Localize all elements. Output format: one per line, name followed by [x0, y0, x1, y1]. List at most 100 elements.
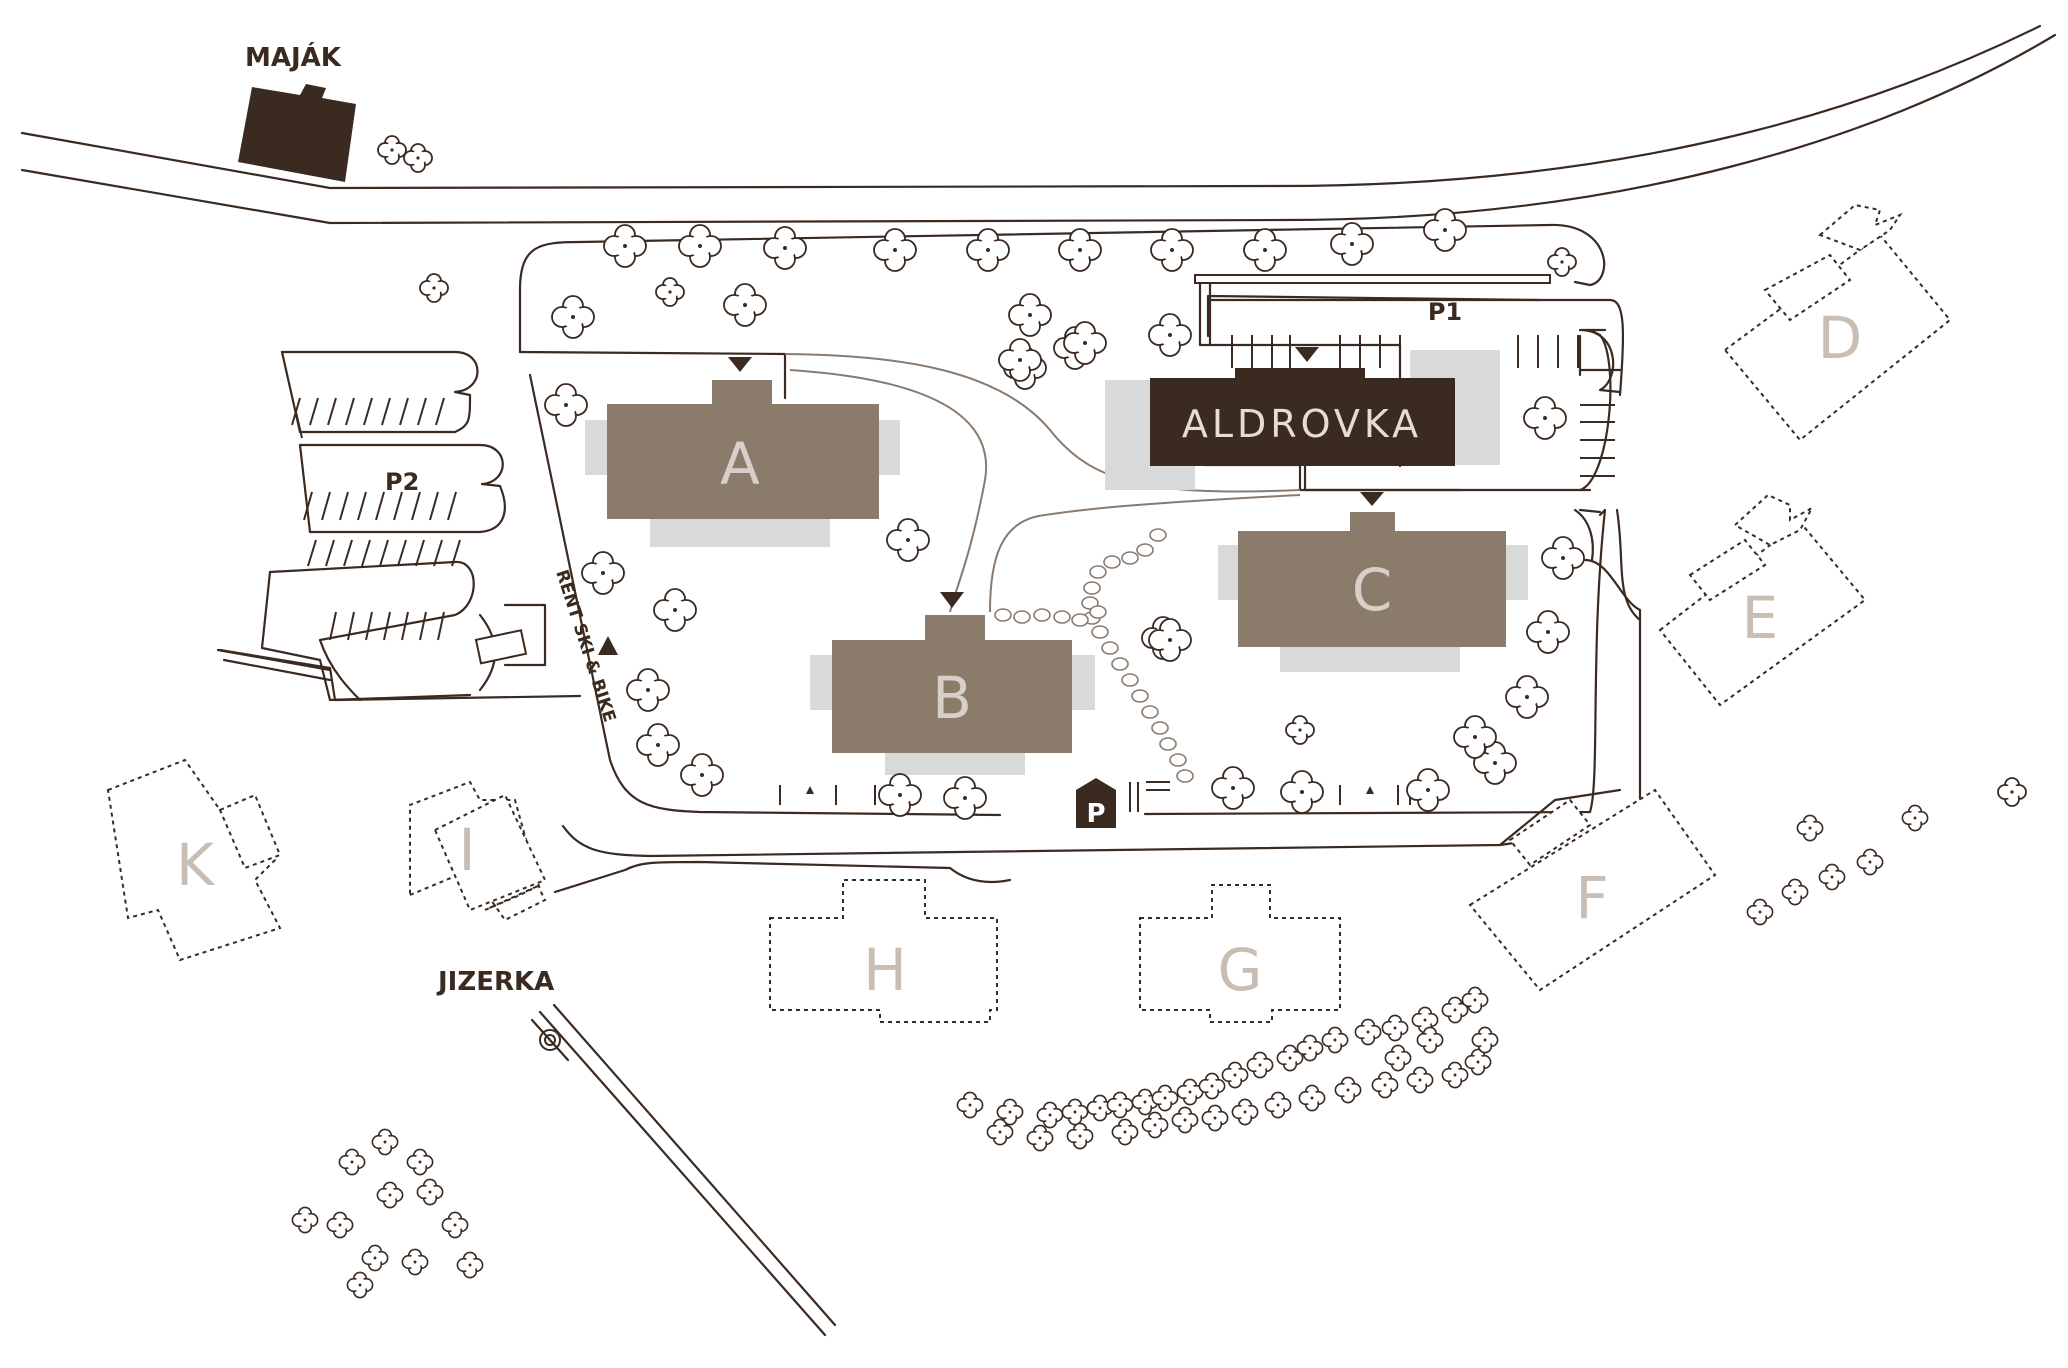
- tree-icon: [1026, 1124, 1054, 1152]
- tree-icon: [1243, 228, 1287, 272]
- tree-icon: [1141, 1111, 1169, 1139]
- tree-icon: [1547, 247, 1577, 277]
- tree-icon: [1471, 1026, 1499, 1054]
- house-g[interactable]: G: [1139, 884, 1341, 1023]
- tree-icon: [636, 723, 680, 767]
- building-b-label: B: [932, 664, 972, 732]
- p1-label: P1: [1428, 298, 1462, 326]
- entrance-a-marker: [728, 357, 752, 372]
- building-c-label: C: [1352, 556, 1393, 624]
- house-k[interactable]: K: [106, 758, 282, 962]
- tree-icon: [1796, 814, 1824, 842]
- pebble-path: [994, 528, 1194, 783]
- tree-icon: [1321, 1026, 1349, 1054]
- jizerka-lift: [530, 1003, 837, 1337]
- tree-icon: [1106, 1091, 1134, 1119]
- tree-icon: [1176, 1078, 1204, 1106]
- tree-icon: [441, 1211, 469, 1239]
- tree-icon: [371, 1128, 399, 1156]
- tree-icon: [603, 224, 647, 268]
- building-c[interactable]: C: [1218, 492, 1528, 672]
- tree-icon: [419, 273, 449, 303]
- house-i[interactable]: I: [409, 780, 547, 922]
- tree-icon: [1818, 863, 1846, 891]
- tree-icon: [1856, 848, 1884, 876]
- parking-sign[interactable]: P: [1076, 778, 1116, 829]
- main-road-lower-edge: [20, 33, 2057, 225]
- house-k-label: K: [176, 831, 216, 899]
- main-road-upper-edge: [20, 24, 2042, 190]
- tree-icon: [1384, 1044, 1412, 1072]
- building-a-label: A: [720, 430, 760, 498]
- tree-icon: [1285, 715, 1315, 745]
- house-i-label: I: [458, 816, 475, 884]
- tree-icon: [1280, 770, 1324, 814]
- tree-icon: [1246, 1051, 1274, 1079]
- tree-icon: [1354, 1018, 1382, 1046]
- parking-sign-label: P: [1086, 799, 1105, 829]
- tree-icon: [1523, 396, 1567, 440]
- building-aldrovka[interactable]: ALDROVKA: [1105, 347, 1500, 490]
- tree-icon: [456, 1251, 484, 1279]
- tree-icon: [1036, 1101, 1064, 1129]
- tree-icon: [403, 143, 433, 173]
- tree-icon: [655, 277, 685, 307]
- tree-icon: [956, 1091, 984, 1119]
- tree-icon: [1441, 1061, 1469, 1089]
- marker-1: [806, 786, 814, 794]
- tree-icon: [878, 773, 922, 817]
- tree-icon: [1231, 1098, 1259, 1126]
- tree-icon: [1148, 313, 1192, 357]
- rent-marker: [598, 636, 618, 655]
- tree-icon: [763, 226, 807, 270]
- house-d-label: D: [1818, 304, 1863, 372]
- tree-icon: [1406, 768, 1450, 812]
- tree-icon: [551, 295, 595, 339]
- house-e[interactable]: E: [1658, 493, 1867, 707]
- tree-icon: [1171, 1106, 1199, 1134]
- tree-icon: [1198, 1072, 1226, 1100]
- tree-icon: [1111, 1118, 1139, 1146]
- tree-icon: [1211, 766, 1255, 810]
- p2-stalls: [291, 397, 461, 641]
- trees: [291, 135, 2027, 1299]
- p2-label: P2: [385, 468, 419, 496]
- tree-icon: [376, 1181, 404, 1209]
- tree-icon: [626, 668, 670, 712]
- building-a[interactable]: A: [585, 357, 900, 547]
- parking-p2: [216, 350, 582, 702]
- tree-icon: [1541, 536, 1585, 580]
- tree-icon: [1371, 1071, 1399, 1099]
- tree-icon: [1381, 1014, 1409, 1042]
- house-f[interactable]: F: [1468, 788, 1717, 992]
- tree-icon: [1150, 228, 1194, 272]
- road-post-lines: [779, 781, 1411, 812]
- tree-icon: [680, 753, 724, 797]
- house-h[interactable]: H: [769, 879, 998, 1023]
- jizerka-label: JIZERKA: [436, 967, 554, 997]
- tree-icon: [1505, 675, 1549, 719]
- tree-icon: [1201, 1104, 1229, 1132]
- tree-icon: [1008, 293, 1052, 337]
- tree-icon: [1066, 1122, 1094, 1150]
- tree-icon: [723, 283, 767, 327]
- tree-icon: [1058, 228, 1102, 272]
- house-f-label: F: [1575, 864, 1608, 932]
- tree-icon: [678, 224, 722, 268]
- tree-icon: [1061, 1098, 1089, 1126]
- house-d[interactable]: D: [1723, 203, 1952, 442]
- tree-icon: [1901, 804, 1929, 832]
- house-g-label: G: [1218, 936, 1263, 1004]
- tree-icon: [338, 1148, 366, 1176]
- tree-icon: [1264, 1091, 1292, 1119]
- p1-stalls: [1231, 335, 1615, 477]
- tree-icon: [401, 1248, 429, 1276]
- building-b[interactable]: B: [810, 592, 1095, 775]
- tree-icon: [1406, 1066, 1434, 1094]
- entrance-aldrovka-marker: [1295, 347, 1319, 362]
- tree-icon: [581, 551, 625, 595]
- tree-icon: [346, 1271, 374, 1299]
- entrance-c-marker: [1360, 492, 1384, 506]
- tree-icon: [1526, 610, 1570, 654]
